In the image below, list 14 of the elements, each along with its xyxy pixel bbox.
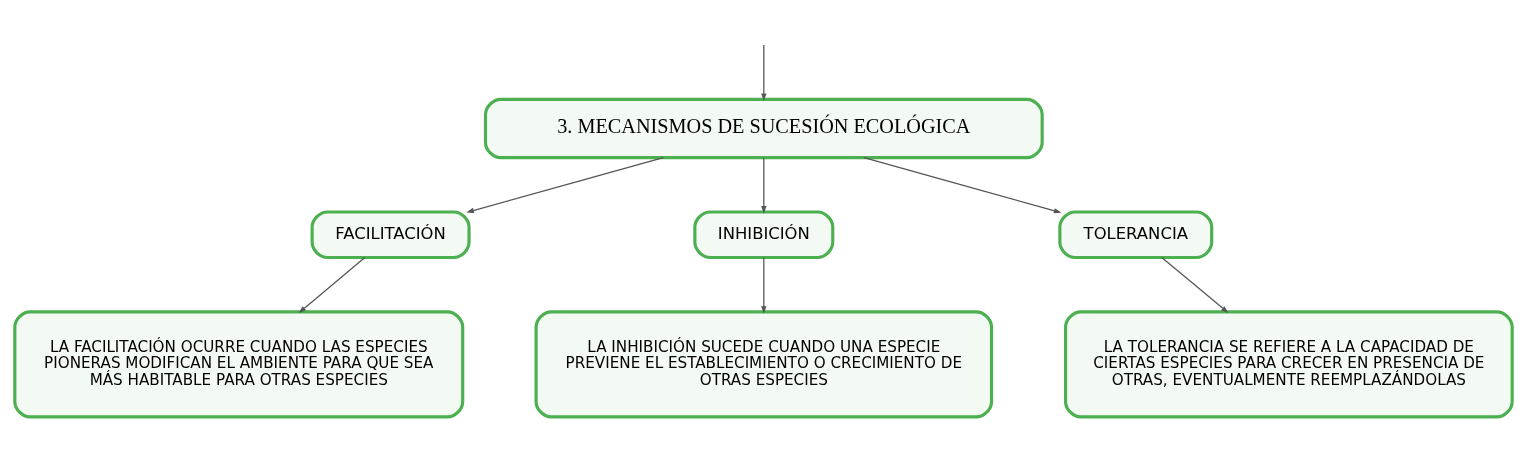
arrow bbox=[761, 157, 767, 214]
node-box: FACILITACIÓN bbox=[310, 210, 471, 260]
node-box: 3. MECANISMOS DE SUCESIÓN ECOLÓGICA bbox=[483, 97, 1044, 160]
arrow bbox=[863, 157, 1062, 214]
arrow bbox=[761, 256, 767, 314]
node-box: INHIBICIÓN bbox=[693, 210, 835, 260]
node-box: LA TOLERANCIA SE REFIERE A LA CAPACIDAD DE CIERTAS ESPECIES PARA CRECER EN PRESENCIA DE OTRAS, EVENTUALMENTE REEMPLAZÁNDOLAS bbox=[1064, 310, 1514, 419]
arrow bbox=[466, 157, 664, 213]
arrow bbox=[761, 44, 767, 102]
node-box: LA INHIBICIÓN SUCEDE CUANDO UNA ESPECIE PREVIENE EL ESTABLECIMIENTO O CRECIMIENTO DE OTRAS ESPECIES bbox=[534, 310, 994, 419]
node-box: LA FACILITACIÓN OCURRE CUANDO LAS ESPECIES PIONERAS MODIFICAN EL AMBIENTE PARA QUE SEA MÁS HABITABLE PARA OTRAS ESPECIES bbox=[13, 310, 465, 419]
node-box: TOLERANCIA bbox=[1058, 210, 1214, 260]
arrow bbox=[1161, 256, 1229, 314]
arrow bbox=[298, 256, 366, 314]
